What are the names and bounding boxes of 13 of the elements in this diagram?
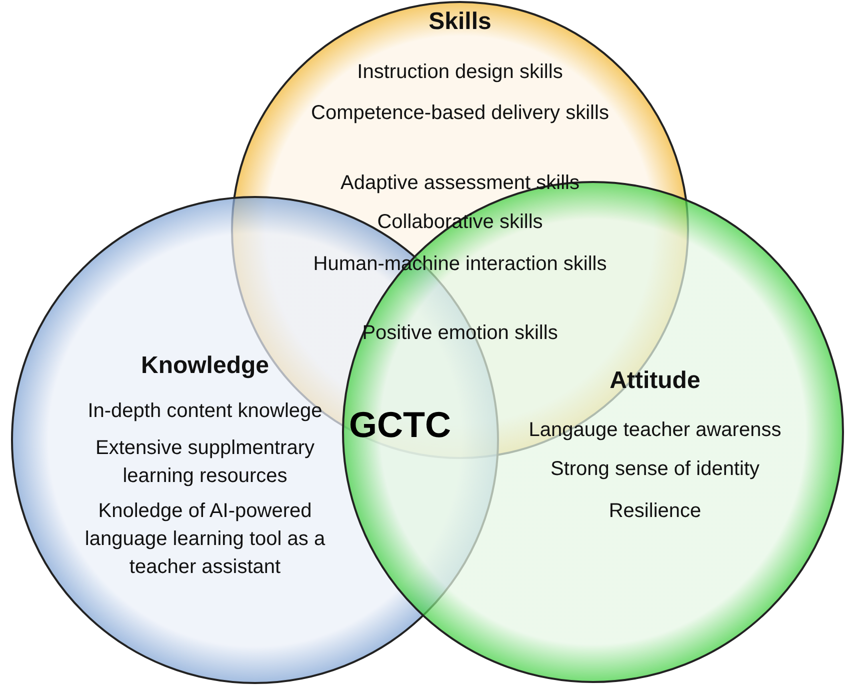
list-item-text: Competence-based delivery skills (310, 101, 610, 126)
list-item-text: Knoledge of AI-powered language learning tool as a teacher assistant (84, 499, 326, 580)
center-label: GCTC (349, 404, 451, 446)
circle-heading: Attitude (608, 367, 702, 395)
list-item-text: Instruction design skills (356, 60, 564, 85)
list-item-text: In-depth content knowlege (86, 399, 324, 424)
list-item-text: Resilience (608, 499, 702, 524)
list-item-text: Strong sense of identity (549, 457, 760, 482)
circle-heading: Knowledge (140, 352, 270, 380)
list-item-text: Positive emotion skills (361, 321, 559, 346)
list-item-text: Extensive supplmentrary learning resources (94, 436, 316, 489)
circle-heading: Skills (428, 8, 492, 36)
list-item-text: Langauge teacher awarenss (528, 418, 782, 443)
